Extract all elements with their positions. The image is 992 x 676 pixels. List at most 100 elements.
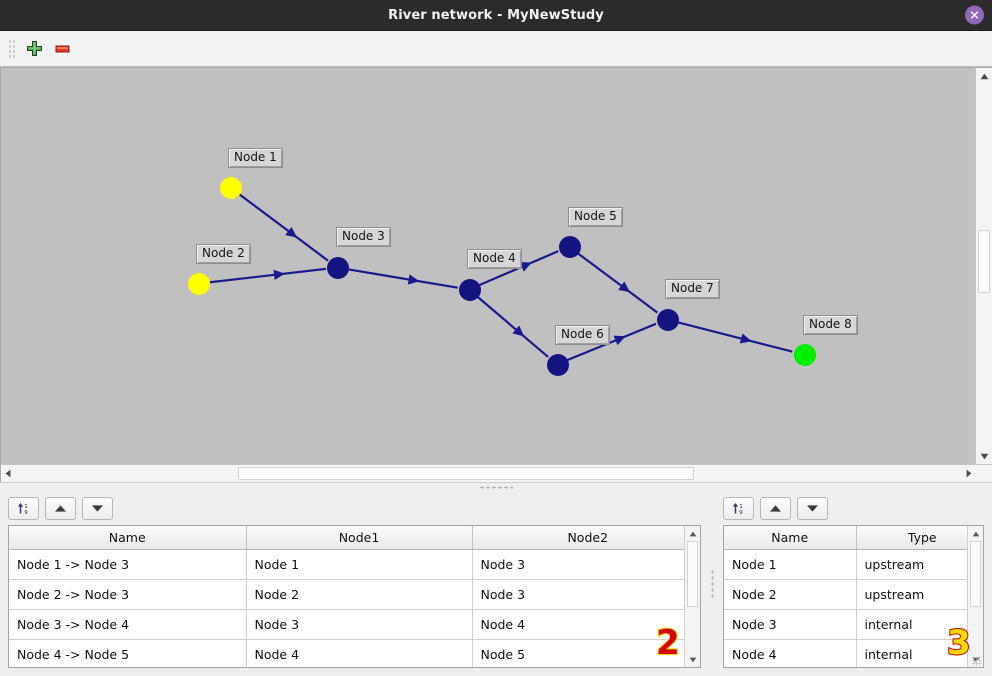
graph-node-node-7[interactable]	[657, 309, 679, 331]
remove-node-button[interactable]	[48, 35, 76, 63]
table-cell[interactable]: Node 3 -> Node 4	[9, 609, 247, 640]
add-node-button[interactable]	[20, 35, 48, 63]
graph-edge[interactable]	[348, 268, 458, 289]
graph-edge[interactable]	[239, 193, 329, 262]
scroll-down-button[interactable]	[976, 448, 992, 464]
vertical-splitter-handle	[710, 569, 714, 599]
graph-edge[interactable]	[577, 252, 659, 314]
graph-hscroll-thumb[interactable]	[237, 467, 695, 480]
nodes-move-up-button[interactable]	[760, 497, 791, 520]
close-button[interactable]	[965, 5, 984, 25]
table-cell[interactable]: Node 3	[472, 549, 684, 580]
graph-node-label-node-7[interactable]: Node 7	[665, 279, 720, 299]
reaches-vscroll-thumb[interactable]	[687, 541, 698, 608]
horizontal-splitter[interactable]	[0, 482, 992, 492]
table-cell[interactable]: Node 3	[724, 609, 857, 640]
graph-node-label-node-1[interactable]: Node 1	[228, 148, 283, 168]
table-cell[interactable]: Node 1	[724, 549, 857, 580]
graph-node-node-2[interactable]	[188, 273, 210, 295]
nodes-vscroll-thumb[interactable]	[970, 541, 981, 608]
table-cell[interactable]: Node 3	[472, 579, 684, 610]
column-header-name[interactable]: Name	[724, 526, 857, 550]
graph-hscroll-track[interactable]	[15, 465, 962, 482]
graph-node-node-8[interactable]	[794, 344, 816, 366]
graph-node-node-1[interactable]	[220, 177, 242, 199]
table-cell[interactable]: Node 4	[724, 639, 857, 667]
nodes-move-down-button[interactable]	[797, 497, 828, 520]
vertical-splitter[interactable]	[709, 492, 715, 676]
table-cell[interactable]: internal	[856, 639, 967, 667]
table-cell[interactable]: Node 2	[724, 579, 857, 610]
nodes-scroll-up-button[interactable]	[968, 526, 983, 541]
graph-vscroll-thumb[interactable]	[978, 229, 990, 294]
graph-node-label-node-5[interactable]: Node 5	[568, 207, 623, 227]
graph-vertical-scrollbar[interactable]	[975, 67, 992, 464]
reaches-vscroll-track[interactable]	[685, 541, 700, 652]
graph-node-label-node-8[interactable]: Node 8	[803, 315, 858, 335]
table-cell[interactable]: Node 4	[472, 609, 684, 640]
table-cell[interactable]: upstream	[856, 579, 967, 610]
triangle-up-icon	[689, 531, 696, 536]
graph-node-node-6[interactable]	[547, 354, 569, 376]
table-cell[interactable]: Node 4 -> Node 5	[9, 639, 247, 667]
graph-edge[interactable]	[209, 267, 327, 284]
graph-node-label-node-3[interactable]: Node 3	[336, 227, 391, 247]
table-cell[interactable]: Node 1 -> Node 3	[9, 549, 247, 580]
graph-horizontal-scrollbar[interactable]	[0, 464, 992, 482]
column-header-node2[interactable]: Node2	[472, 526, 684, 550]
reaches-move-down-button[interactable]	[82, 497, 113, 520]
svg-text:1: 1	[739, 504, 743, 510]
graph-node-label-node-2[interactable]: Node 2	[196, 244, 251, 264]
reaches-vertical-scrollbar[interactable]	[684, 526, 700, 667]
graph-node-label-node-4[interactable]: Node 4	[467, 249, 522, 269]
table-cell[interactable]: Node 2	[246, 579, 473, 610]
table-cell[interactable]: Node 3	[246, 609, 473, 640]
table-cell[interactable]: Node 1	[246, 549, 473, 580]
scroll-up-button[interactable]	[976, 68, 992, 84]
nodes-vertical-scrollbar[interactable]	[967, 526, 983, 667]
graph-node-label-node-6[interactable]: Node 6	[555, 325, 610, 345]
graph-edge[interactable]	[677, 321, 793, 353]
scroll-left-button[interactable]	[1, 465, 15, 482]
reaches-scroll-up-button[interactable]	[685, 526, 700, 541]
nodes-vscroll-track[interactable]	[968, 541, 983, 652]
scroll-right-button[interactable]	[962, 465, 976, 482]
reaches-scroll-down-button[interactable]	[685, 652, 700, 667]
table-cell[interactable]: upstream	[856, 549, 967, 580]
nodes-sort-button[interactable]: 1 9	[723, 497, 754, 520]
graph-vscroll-track[interactable]	[976, 84, 992, 448]
table-cell[interactable]: Node 5	[472, 639, 684, 667]
graph-edge[interactable]	[567, 322, 657, 362]
toolbar-grip[interactable]	[8, 37, 15, 60]
graph-node-node-4[interactable]	[459, 279, 481, 301]
table-cell[interactable]: Node 2 -> Node 3	[9, 579, 247, 610]
graph-edge[interactable]	[477, 296, 549, 358]
reaches-sort-button[interactable]: 1 9	[8, 497, 39, 520]
network-graph-canvas[interactable]: Node 1 Node 2 Node 3 Node 4 Node 5 Node 6 Node…	[1, 67, 975, 464]
table-cell[interactable]: Node 4	[246, 639, 473, 667]
nodes-scroll-down-button[interactable]	[968, 652, 983, 667]
reaches-move-up-button[interactable]	[45, 497, 76, 520]
graph-node-node-5[interactable]	[559, 236, 581, 258]
column-header-node1[interactable]: Node1	[246, 526, 473, 550]
column-header-type[interactable]: Type	[856, 526, 967, 550]
table-cell[interactable]: internal	[856, 609, 967, 640]
graph-node-node-3[interactable]	[327, 257, 349, 279]
network-graph-svg[interactable]	[1, 68, 975, 463]
column-header-name[interactable]: Name	[9, 526, 247, 550]
triangle-down-icon	[92, 505, 103, 512]
